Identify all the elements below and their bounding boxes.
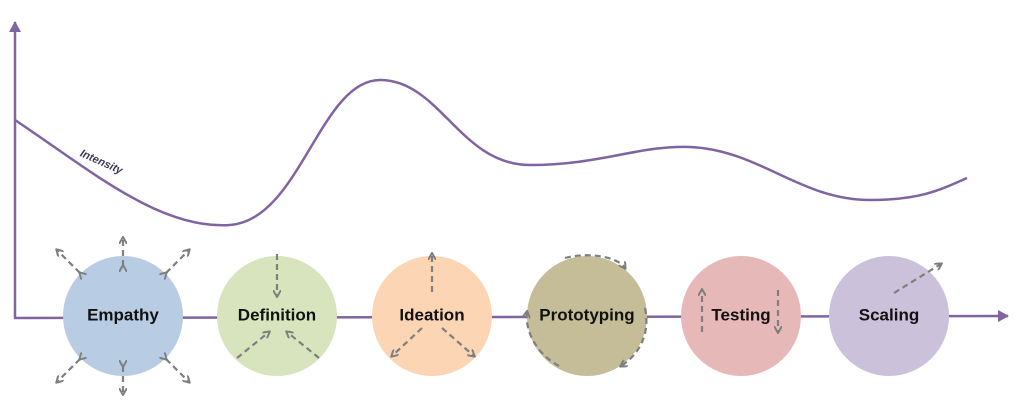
stage-label: Empathy <box>87 305 159 324</box>
stage-definition: Definition <box>217 254 337 376</box>
stage-ideation: Ideation <box>372 254 492 376</box>
stage-testing: Testing <box>681 256 801 376</box>
stage-label: Definition <box>238 305 316 324</box>
stage-circle <box>372 256 492 376</box>
stage-label: Scaling <box>859 305 919 324</box>
intensity-label: Intensity <box>78 148 125 178</box>
dashed-arrow-icon <box>57 359 80 382</box>
loop-arrow-icon <box>527 312 560 367</box>
intensity-curve <box>14 78 968 227</box>
stage-circle <box>217 256 337 376</box>
dashed-arrow-icon <box>166 250 189 273</box>
stage-empathy: Empathy <box>57 238 189 394</box>
stage-prototyping: Prototyping <box>527 254 648 376</box>
dashed-arrow-icon <box>166 359 189 382</box>
dashed-arrow-icon <box>236 332 269 359</box>
dashed-arrow-icon <box>392 327 423 356</box>
stage-label: Testing <box>711 305 770 324</box>
loop-arrow-icon <box>564 254 625 268</box>
stage-circle <box>681 256 801 376</box>
stage-circle <box>829 256 949 376</box>
dashed-arrow-icon <box>441 327 474 356</box>
dashed-arrow-icon <box>57 250 80 273</box>
dashed-arrow-icon <box>287 332 320 359</box>
stage-circle <box>63 256 183 376</box>
stage-circle <box>527 256 647 376</box>
stage-scaling: Scaling <box>829 256 949 376</box>
loop-arrow-icon <box>621 307 648 366</box>
stage-label: Ideation <box>399 305 464 324</box>
stage-label: Prototyping <box>539 305 634 324</box>
